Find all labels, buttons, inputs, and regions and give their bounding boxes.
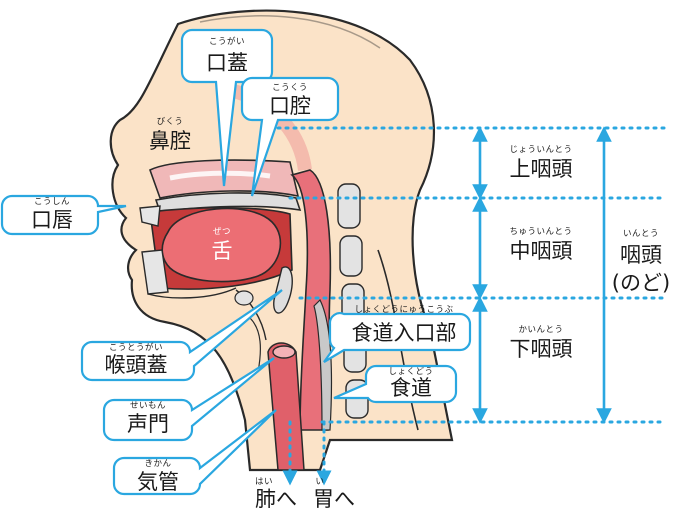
callout-trachea xyxy=(112,409,277,496)
ruby-pharynx: いんとう xyxy=(623,229,659,239)
callout-esophagus xyxy=(333,364,458,404)
callouts xyxy=(0,28,472,496)
label-pharynx: 咽頭 xyxy=(620,243,662,267)
ruby-lips: こうしん xyxy=(34,197,70,207)
ruby-oral-cavity: こうくう xyxy=(272,83,308,93)
label-pharynx-note: (のど) xyxy=(612,271,670,295)
ruby-lower-pharynx: かいんとう xyxy=(518,325,563,335)
ruby-to-stomach: い xyxy=(315,477,324,487)
trachea-shape xyxy=(267,342,305,471)
region-arrows xyxy=(472,126,612,424)
esophagus-shape xyxy=(313,298,333,431)
ruby-trachea: きかん xyxy=(144,459,171,469)
callout-esophageal-inlet xyxy=(323,312,472,363)
label-glottis: 声門 xyxy=(127,412,169,436)
label-esophagus: 食道 xyxy=(390,376,432,400)
label-esophageal-inlet: 食道入口部 xyxy=(352,321,457,345)
ruby-glottis: せいもん xyxy=(130,401,166,411)
tongue-shape xyxy=(161,207,282,283)
label-palate: 口蓋 xyxy=(206,51,248,75)
callout-epiglottis xyxy=(80,289,283,382)
label-oral-cavity: 口腔 xyxy=(269,94,311,118)
ruby-esophageal-inlet: しょくどうにゅうこうぶ xyxy=(354,305,453,315)
label-to-lungs: 肺へ xyxy=(255,487,297,511)
ruby-to-lungs: はい xyxy=(255,477,273,487)
callout-oral-cavity xyxy=(240,76,340,197)
head-illustration xyxy=(109,9,454,472)
ruby-nasal-cavity: びくう xyxy=(157,117,184,127)
callout-lips xyxy=(0,194,127,236)
ruby-middle-pharynx: ちゅういんとう xyxy=(509,227,572,237)
label-lips: 口唇 xyxy=(31,208,73,232)
label-epiglottis: 喉頭蓋 xyxy=(105,353,168,377)
ruby-upper-pharynx: じょういんとう xyxy=(509,145,572,155)
callout-glottis xyxy=(102,357,275,442)
label-to-stomach: 胃へ xyxy=(313,487,355,511)
ruby-esophagus: しょくどう xyxy=(388,367,433,377)
label-trachea: 気管 xyxy=(137,470,179,494)
glottis-shape xyxy=(272,345,296,359)
ruby-tongue: ぜつ xyxy=(213,227,231,237)
epiglottis-shape xyxy=(273,266,293,314)
label-tongue: 舌 xyxy=(212,239,233,263)
labels: こうがい 口蓋 こうくう 口腔 びくう 鼻腔 こうしん 口唇 ぜつ 舌 こうとう… xyxy=(31,36,670,511)
ruby-epiglottis: こうとうがい xyxy=(109,342,163,353)
label-lower-pharynx: 下咽頭 xyxy=(510,337,573,361)
ruby-palate: こうがい xyxy=(209,36,245,47)
label-middle-pharynx: 中咽頭 xyxy=(510,239,573,263)
callout-palate xyxy=(180,28,274,187)
label-upper-pharynx: 上咽頭 xyxy=(510,157,573,181)
label-nasal-cavity: 鼻腔 xyxy=(149,129,191,153)
